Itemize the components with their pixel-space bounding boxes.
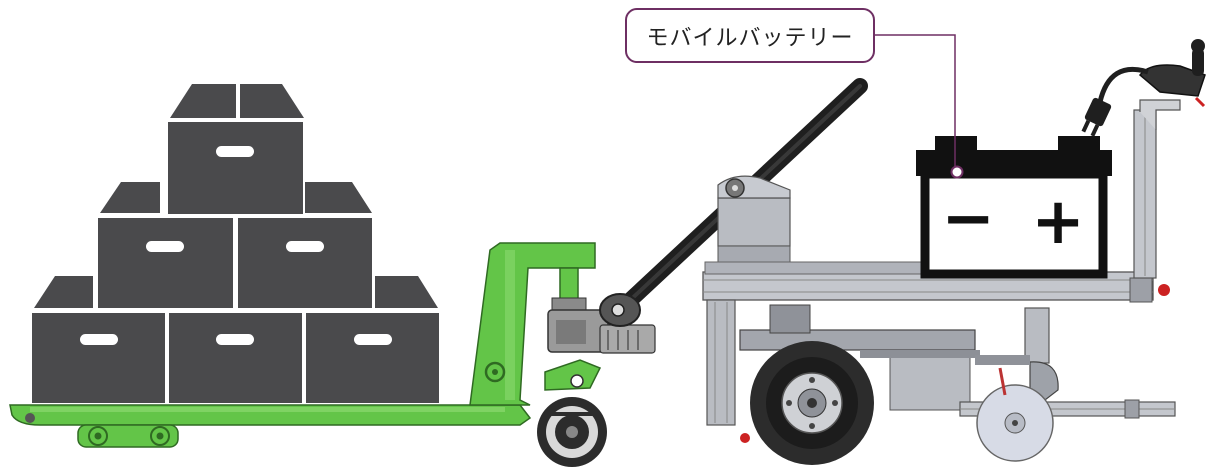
battery-minus-symbol: −: [941, 182, 995, 256]
stacked-boxes: [32, 84, 439, 403]
box-icon: [168, 84, 304, 214]
wheel-icon: [537, 397, 607, 467]
battery-icon: − +: [916, 136, 1112, 274]
callout-box: モバイルバッテリー: [625, 8, 875, 63]
box-icon: [169, 313, 302, 403]
callout-label: モバイルバッテリー: [646, 20, 853, 52]
battery-plus-symbol: +: [1031, 185, 1085, 259]
wheel-icon: [750, 341, 874, 465]
